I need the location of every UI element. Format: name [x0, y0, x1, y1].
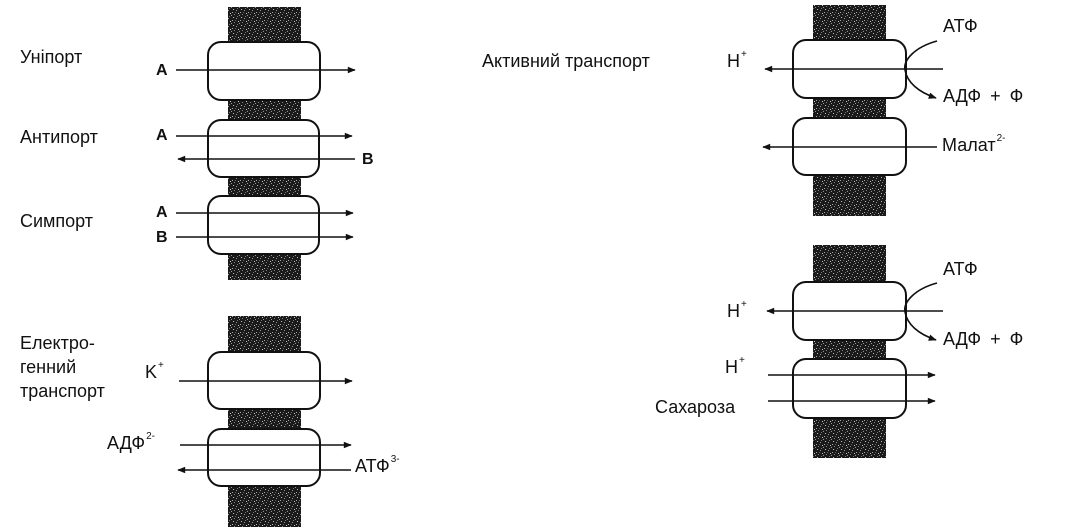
active1-atp-label: АТФ [943, 16, 978, 36]
k-charge: + [158, 360, 164, 371]
malate-label: Малат2- [942, 133, 1006, 155]
antiport-label: Антипорт [20, 127, 98, 147]
electrogenic-label-line1: Електро- [20, 333, 95, 353]
uniport-label: Уніпорт [20, 47, 83, 67]
electrogenic-carrier-adp-atp [207, 428, 321, 487]
active2-species-h-in: H+ [725, 355, 745, 377]
symport-carrier [207, 195, 320, 255]
electrogenic-species-adp: АДФ2- [107, 431, 155, 453]
adp-charge: 2- [146, 431, 155, 442]
uniport-species-a: A [156, 62, 168, 79]
active-transport-label: Активний транспорт [482, 51, 650, 71]
uniport-carrier [207, 41, 321, 101]
symport-species-a: A [156, 204, 168, 221]
sucrose-symporter [792, 358, 907, 419]
h-charge: + [741, 49, 747, 60]
membrane-right-top [813, 5, 886, 216]
active1-species-h: H+ [727, 49, 747, 71]
symport-label: Симпорт [20, 211, 94, 231]
malate-charge: 2- [996, 133, 1006, 144]
membrane-left-bottom [228, 316, 301, 527]
electrogenic-label-line3: транспорт [20, 381, 105, 401]
antiport-carrier [207, 119, 320, 178]
h-in-symbol: H [725, 357, 738, 377]
atp-charge: 3- [390, 454, 400, 465]
h-out-charge: + [741, 299, 747, 310]
active2-adp-label: АДФ + Ф [943, 329, 1024, 349]
active2-atp-hydrolysis-curve [904, 282, 938, 341]
electrogenic-species-k: K+ [145, 360, 164, 382]
membrane-right-bottom [813, 245, 886, 458]
h-in-charge: + [739, 355, 745, 366]
k-symbol: K [145, 362, 158, 382]
active1-atp-hydrolysis-curve [904, 40, 938, 99]
active1-adp-label: АДФ + Ф [943, 86, 1024, 106]
adp-symbol: АДФ [107, 433, 146, 453]
electrogenic-label: Електро- генний транспорт [20, 331, 105, 403]
symport-species-b: B [156, 229, 168, 246]
malate-symbol: Малат [942, 135, 996, 155]
h-symbol: H [727, 51, 740, 71]
electrogenic-species-atp: АТФ3- [355, 454, 400, 476]
antiport-species-b: B [362, 151, 374, 168]
active2-species-h-out: H+ [727, 299, 747, 321]
sucrose-label: Сахароза [655, 397, 736, 417]
h-out-symbol: H [727, 301, 740, 321]
atp-symbol: АТФ [355, 456, 390, 476]
antiport-species-a: A [156, 127, 168, 144]
active2-atp-label: АТФ [943, 259, 978, 279]
electrogenic-label-line2: генний [20, 357, 77, 377]
